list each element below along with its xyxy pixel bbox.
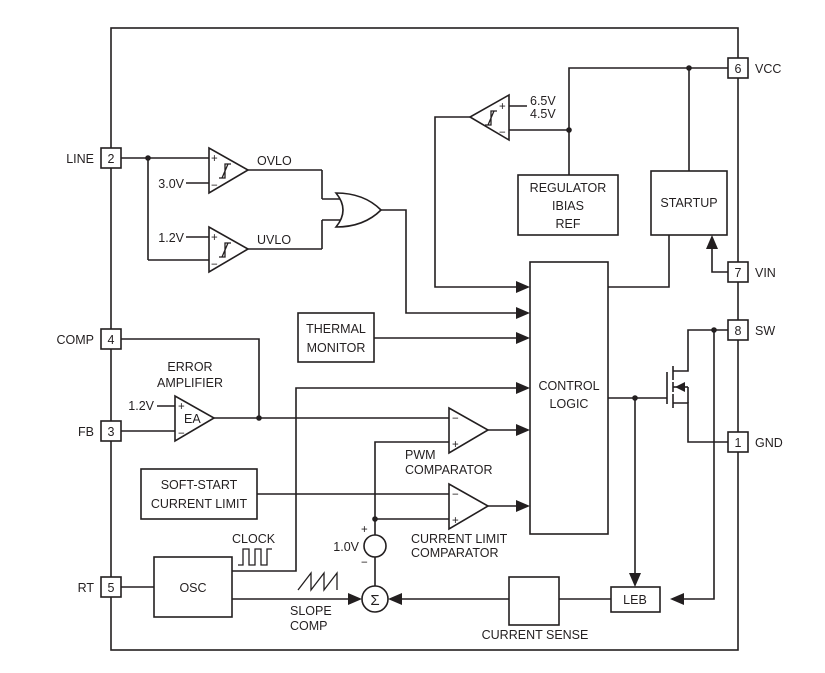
pin-comp: 4 COMP (57, 328, 122, 350)
ovlo-label: OVLO (257, 154, 292, 168)
osc-block: OSC (121, 382, 530, 618)
vcc-wiring (509, 65, 728, 175)
offset-minus: − (361, 557, 368, 569)
pwm-comparator: − + (214, 406, 530, 455)
current-sense-block (388, 576, 560, 626)
pin-comp-label: COMP (57, 333, 95, 347)
ovlo-minus: − (211, 180, 218, 192)
pin-vin-label: VIN (755, 266, 776, 280)
pin-fb-label: FB (78, 425, 94, 439)
ea-label: EA (184, 412, 201, 426)
thermal-line-1: THERMAL (306, 322, 366, 336)
sawtooth-icon (297, 571, 338, 592)
clock-waveform-icon (238, 548, 272, 566)
osc-label: OSC (179, 581, 206, 595)
pin-rt: 5 RT (78, 576, 122, 598)
softstart-line-1: SOFT-START (161, 478, 238, 492)
slope-label-1: SLOPE (290, 604, 332, 618)
pin-line-number: 2 (108, 152, 115, 166)
offset-label: 1.0V (333, 540, 359, 554)
uvlo-plus: + (211, 232, 218, 244)
cl-label-1: CURRENT LIMIT (411, 532, 508, 546)
regulator-block: REGULATOR IBIAS REF (517, 174, 619, 236)
cl-plus: + (452, 515, 459, 527)
power-mosfet (666, 327, 728, 443)
pin-rt-label: RT (78, 581, 95, 595)
pin-sw-label: SW (755, 324, 775, 338)
clock-label: CLOCK (232, 532, 276, 546)
line-wiring (121, 155, 209, 261)
leb-label: LEB (623, 593, 647, 607)
control-line-1: CONTROL (538, 379, 599, 393)
vcc-hyst-high: 6.5V (530, 94, 556, 108)
summing-node: Σ (361, 585, 389, 613)
uvlo-comparator: + − (208, 225, 250, 274)
startup-label: STARTUP (660, 196, 717, 210)
thermal-line-2: MONITOR (307, 341, 366, 355)
pwm-label-1: PWM (405, 448, 436, 462)
pin-vin: 7 VIN (727, 261, 776, 283)
vcc-hyst-low: 4.5V (530, 107, 556, 121)
current-limit-comparator: − + (448, 482, 530, 531)
ovlo-comparator: + − (208, 146, 250, 195)
vcc-comparator: + − (434, 93, 530, 293)
uvlo-minus: − (211, 259, 218, 271)
pwm-plus: + (452, 439, 459, 451)
gate-drive (608, 395, 667, 587)
softstart-line-2: CURRENT LIMIT (151, 497, 248, 511)
pin-fb-number: 3 (108, 425, 115, 439)
ea-ref-label: 1.2V (128, 399, 154, 413)
pin-comp-number: 4 (108, 333, 115, 347)
regulator-line-3: REF (556, 217, 581, 231)
cl-minus: − (452, 489, 459, 501)
pin-vin-number: 7 (735, 266, 742, 280)
vcc-minus: − (499, 127, 506, 139)
vcc-plus: + (499, 101, 506, 113)
pin-rt-number: 5 (108, 581, 115, 595)
pin-gnd-label: GND (755, 436, 783, 450)
pin-gnd-number: 1 (735, 436, 742, 450)
error-amp-label-2: AMPLIFIER (157, 376, 223, 390)
uvlo-ref-label: 1.2V (158, 231, 184, 245)
thermal-monitor-block: THERMAL MONITOR (297, 312, 530, 363)
error-amplifier: + − EA (121, 394, 216, 443)
soft-start-block: SOFT-START CURRENT LIMIT (140, 468, 449, 520)
pin-vcc-label: VCC (755, 62, 781, 76)
offset-source: + − (361, 441, 449, 586)
pwm-minus: − (452, 413, 459, 425)
error-amp-label-1: ERROR (167, 360, 212, 374)
sigma-symbol: Σ (370, 592, 379, 609)
control-logic-block: CONTROL LOGIC (529, 261, 609, 535)
regulator-line-2: IBIAS (552, 199, 584, 213)
pwm-label-2: COMPARATOR (405, 463, 493, 477)
pin-vcc: 6 VCC (727, 57, 781, 79)
regulator-line-1: REGULATOR (530, 181, 607, 195)
or-gate (248, 169, 530, 319)
pin-sw: 8 SW (727, 319, 775, 341)
slope-label-2: COMP (290, 619, 328, 633)
pin-vcc-number: 6 (735, 62, 742, 76)
pin-gnd: 1 GND (727, 431, 783, 453)
current-sense-label: CURRENT SENSE (482, 628, 589, 642)
cl-label-2: COMPARATOR (411, 546, 499, 560)
ovlo-plus: + (211, 153, 218, 165)
pin-line: 2 LINE (66, 147, 122, 169)
leb-block: LEB (559, 330, 715, 613)
pin-line-label: LINE (66, 152, 94, 166)
offset-plus: + (361, 524, 368, 536)
ea-plus: + (178, 401, 185, 413)
pin-fb: 3 FB (78, 420, 122, 442)
ea-minus: − (178, 428, 185, 440)
uvlo-label: UVLO (257, 233, 291, 247)
startup-block: STARTUP (608, 170, 728, 288)
control-line-2: LOGIC (550, 397, 589, 411)
ovlo-ref-label: 3.0V (158, 177, 184, 191)
pin-sw-number: 8 (735, 324, 742, 338)
